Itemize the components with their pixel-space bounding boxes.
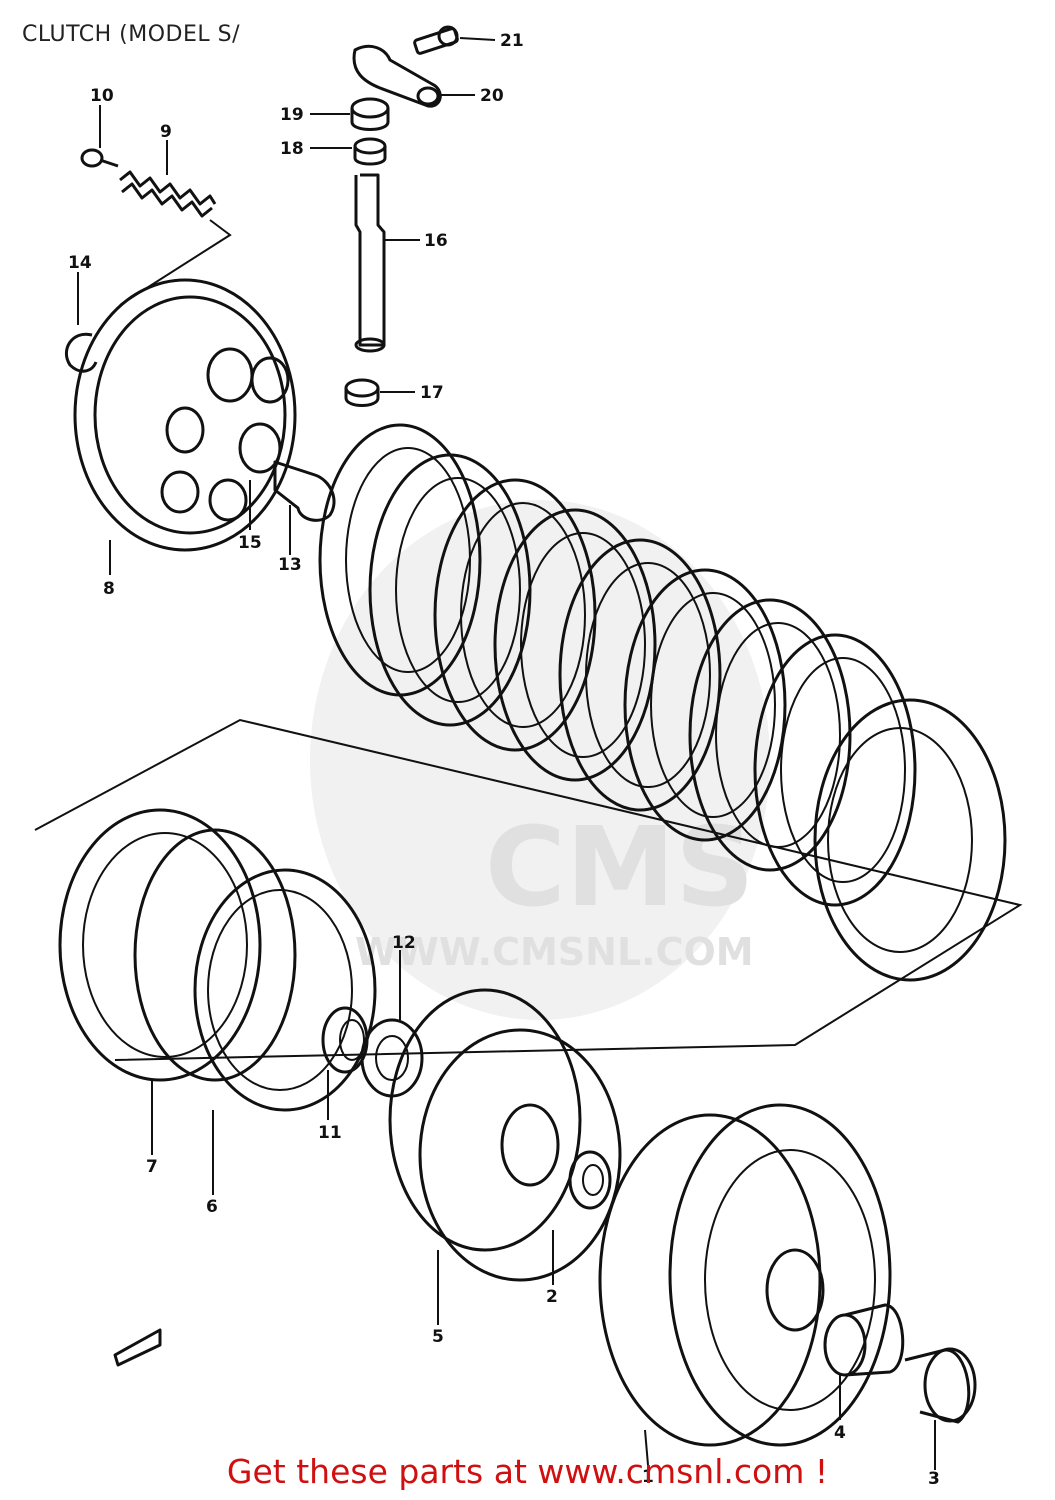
part-17-bearing — [344, 378, 380, 407]
part-12-washer — [360, 1018, 424, 1098]
part-2-washer — [568, 1150, 612, 1210]
callout-18: 18 — [280, 139, 304, 159]
callout-12: 12 — [392, 933, 416, 953]
callout-20: 20 — [480, 86, 504, 106]
callout-7: 7 — [146, 1157, 158, 1177]
part-10-bolt — [80, 148, 119, 168]
callout-21: 21 — [500, 31, 524, 51]
cta-link[interactable]: Get these parts at www.cmsnl.com ! — [226, 1452, 829, 1491]
watermark-url: WWW.CMSNL.COM — [355, 930, 754, 974]
part-4-needle-bearing — [823, 1303, 905, 1377]
callout-19: 19 — [280, 105, 304, 125]
diagram-title: CLUTCH (MODEL S/ — [22, 22, 241, 47]
part-9-spring — [119, 170, 217, 218]
callout-6: 6 — [206, 1197, 218, 1217]
callout-11: 11 — [318, 1123, 342, 1143]
callout-labels: 21 20 19 18 16 17 10 9 14 8 15 13 12 11 … — [68, 31, 940, 1489]
part-1-clutch-housing — [598, 1103, 892, 1447]
callout-16: 16 — [424, 231, 448, 251]
callout-9: 9 — [160, 122, 172, 142]
callout-10: 10 — [90, 86, 114, 106]
callout-1: 1 — [642, 1467, 654, 1487]
callout-2: 2 — [546, 1287, 558, 1307]
callout-15: 15 — [238, 533, 262, 553]
callout-17: 17 — [420, 383, 444, 403]
callout-13: 13 — [278, 555, 302, 575]
part-21-bolt — [413, 25, 459, 55]
part-16-release-shaft — [354, 173, 386, 353]
part-18-bearing — [353, 137, 387, 166]
part-8-pressure-plate — [73, 278, 297, 552]
assembly-outlines — [34, 219, 1023, 1061]
part-11-sleeve — [321, 1006, 369, 1074]
part-7-plate — [58, 808, 297, 1082]
part-3-spacer — [904, 1347, 977, 1424]
part-20-lever — [352, 44, 442, 108]
callout-4: 4 — [834, 1423, 846, 1443]
part-5-sleeve-hub — [388, 988, 622, 1282]
part-13-push-piece — [273, 460, 336, 522]
callout-3: 3 — [928, 1469, 940, 1489]
leader-lines — [77, 37, 936, 1470]
callout-14: 14 — [68, 253, 92, 273]
part-19-seal — [350, 97, 390, 131]
front-arrow-icon — [113, 1328, 162, 1367]
part-6-plate — [193, 868, 377, 1112]
clutch-plate-stack — [318, 423, 1007, 982]
watermark-logo: CMS — [485, 803, 754, 931]
part-14-clip — [64, 332, 98, 373]
callout-5: 5 — [432, 1327, 444, 1347]
callout-8: 8 — [103, 579, 115, 599]
